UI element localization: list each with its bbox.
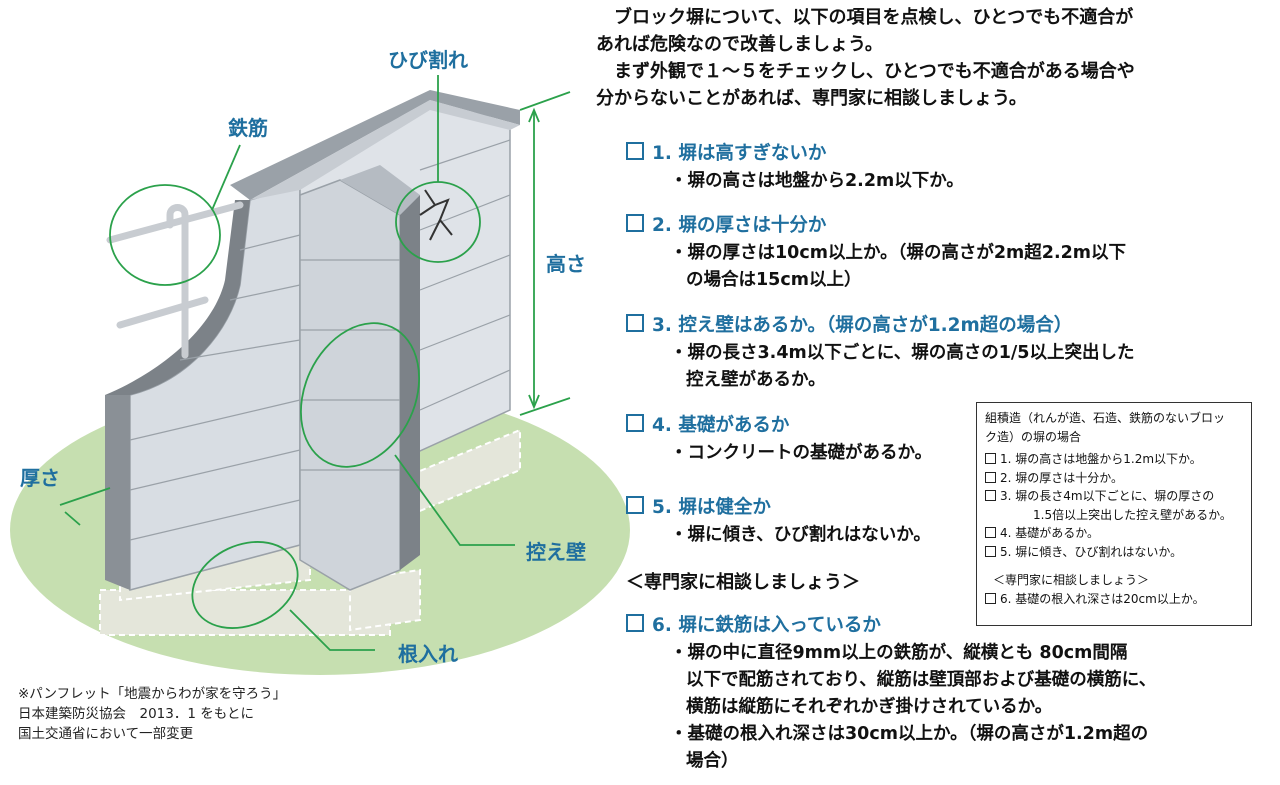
check-item-3: 3. 控え壁はあるか。（塀の高さが1.2m超の場合） ・塀の長さ3.4m以下ごと… xyxy=(626,312,1134,394)
checkbox-icon[interactable] xyxy=(626,314,644,332)
check-item-2: 2. 塀の厚さは十分か ・塀の厚さは10cm以上か。（塀の高さが2m超2.2m以… xyxy=(626,212,1126,294)
main-wall xyxy=(105,90,520,591)
checkbox-icon[interactable] xyxy=(985,545,996,557)
label-buttress: 控え壁 xyxy=(526,540,586,564)
label-embedment: 根入れ xyxy=(398,642,458,666)
check-item-4: 4. 基礎があるか ・コンクリートの基礎があるか。 xyxy=(626,412,932,467)
source-caption: ※パンフレット「地震からわが家を守ろう」 日本建築防災協会 2013．1 をもと… xyxy=(18,686,287,742)
check-item-5: 5. 塀は健全か ・塀に傾き、ひび割れはないか。 xyxy=(626,494,931,549)
consult-heading: ＜専門家に相談しましょう＞ xyxy=(626,572,860,593)
checkbox-icon[interactable] xyxy=(985,592,996,604)
check-item-6: 6. 塀に鉄筋は入っているか ・塀の中に直径9mm以上の鉄筋が、縦横とも 80c… xyxy=(626,612,1156,775)
callouts xyxy=(59,75,571,651)
checkbox-icon[interactable] xyxy=(626,214,644,232)
crack-mark xyxy=(419,189,453,241)
checkbox-icon[interactable] xyxy=(985,453,996,464)
label-rebar: 鉄筋 xyxy=(228,116,268,140)
label-thickness: 厚さ xyxy=(20,466,60,490)
check-item-1: 1. 塀は高すぎないか ・塀の高さは地盤から2.2m以下か。 xyxy=(626,140,964,195)
checkbox-icon[interactable] xyxy=(985,527,996,538)
intro-text: ブロック塀について、以下の項目を点検し、ひとつでも不適合が あれば危険なので改善… xyxy=(596,7,1135,109)
label-height: 高さ xyxy=(546,252,586,276)
checkbox-icon[interactable] xyxy=(985,490,996,501)
label-crack: ひび割れ xyxy=(388,48,468,72)
checkbox-icon[interactable] xyxy=(626,414,644,432)
checkbox-icon[interactable] xyxy=(626,496,644,514)
block-wall-diagram xyxy=(10,75,630,675)
rebar-bars xyxy=(106,201,244,359)
checkbox-icon[interactable] xyxy=(985,471,996,483)
checkbox-icon[interactable] xyxy=(626,142,644,160)
checkbox-icon[interactable] xyxy=(626,614,644,632)
masonry-wall-checklist: 組積造（れんが造、石造、鉄筋のないブロッ ク造）の塀の場合 1. 塀の高さは地盤… xyxy=(976,402,1252,626)
